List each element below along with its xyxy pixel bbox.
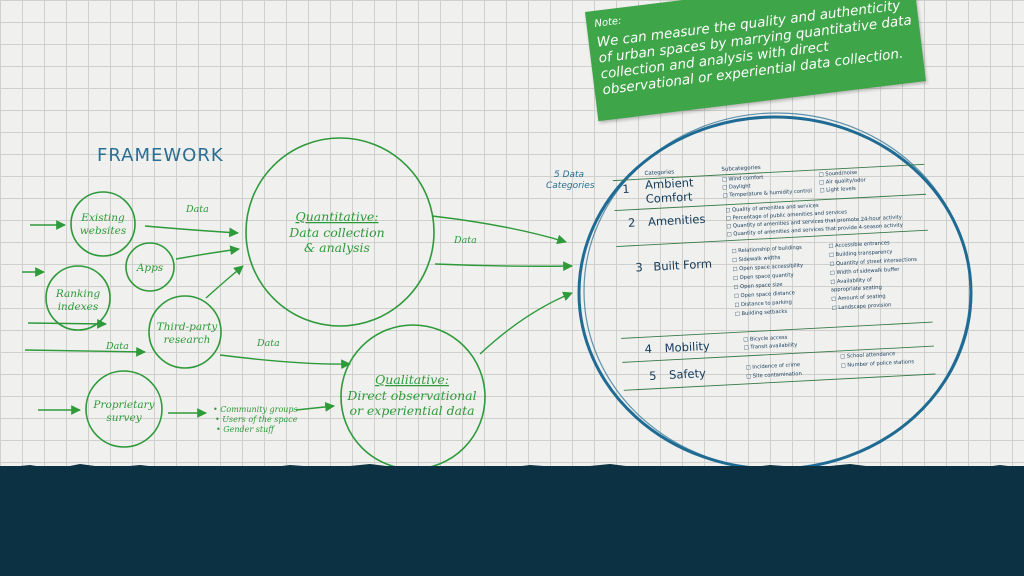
sub-light-levels: □ Light levels bbox=[819, 186, 856, 194]
sub-site-contamination: □ Site contamination bbox=[746, 371, 802, 380]
existing-websites-label-1: Existing bbox=[80, 212, 125, 224]
existing-websites-label-2: websites bbox=[80, 225, 127, 237]
arrow-into-third-party bbox=[27, 318, 107, 329]
sub-quality-amenities: □ Quality of amenities and services bbox=[725, 203, 819, 214]
third-party-research-circle bbox=[148, 295, 222, 369]
quantitative-circle bbox=[245, 137, 435, 327]
sub-building-setbacks: □ Building setbacks bbox=[735, 309, 788, 318]
sub-sidewalk-buffer: □ Width of sidewalk buffer bbox=[830, 267, 901, 277]
sub-landscape-provision: □ Landscape provision bbox=[832, 302, 892, 311]
sub-daylight: □ Daylight bbox=[722, 183, 751, 190]
category-number-2: 2 bbox=[628, 216, 636, 230]
category-name-amenities: Amenities bbox=[648, 212, 706, 229]
quantitative-heading: Quantitative: bbox=[296, 209, 379, 224]
arrow-bullets-to-qual bbox=[295, 402, 335, 412]
sub-accessible-entrances: □ Accessible entrances bbox=[828, 240, 890, 249]
data-label-top: Data bbox=[185, 204, 209, 215]
table-rule-5 bbox=[623, 373, 936, 391]
sub-open-space-access: □ Open space accessibility bbox=[732, 263, 803, 273]
arrow-quant-to-table-2 bbox=[434, 261, 573, 272]
survey-bullet-2: • Users of the space bbox=[215, 415, 298, 424]
sub-relationship-buildings: □ Relationship of buildings bbox=[732, 245, 803, 255]
arrow-data-left bbox=[24, 346, 146, 357]
categories-table: Categories Subcategories 1 Ambient Comfo… bbox=[612, 163, 936, 391]
category-number-3: 3 bbox=[635, 260, 643, 274]
category-name-comfort: Comfort bbox=[645, 189, 693, 205]
sub-sound-noise: □ Sound/noise bbox=[819, 170, 858, 178]
framework-title: FRAMEWORK bbox=[97, 145, 224, 166]
arrow-apps-to-quant bbox=[175, 245, 240, 260]
category-number-4: 4 bbox=[644, 342, 652, 356]
arrow-data-to-qual bbox=[219, 354, 351, 370]
third-party-label-2: research bbox=[164, 334, 211, 346]
five-categories-label-2: Categories bbox=[546, 181, 595, 191]
sub-amount-seating: □ Amount of seating bbox=[831, 294, 886, 303]
sub-police-stations: □ Number of police stations bbox=[841, 359, 915, 369]
arrow-websites-to-quant bbox=[144, 225, 239, 238]
table-rule-3 bbox=[621, 321, 933, 339]
sub-open-space-size: □ Open space size bbox=[733, 282, 782, 291]
existing-websites-circle bbox=[70, 191, 136, 257]
data-label-right: Data bbox=[453, 235, 477, 246]
quantitative-line-3: & analysis bbox=[304, 240, 370, 255]
sub-bicycle-access: □ Bicycle access bbox=[743, 335, 788, 343]
sub-street-intersections: □ Quantity of street intersections bbox=[829, 257, 917, 268]
category-name-mobility: Mobility bbox=[664, 339, 710, 355]
arrow-quant-to-table-1 bbox=[431, 215, 567, 245]
note-text: We can measure the quality and authentic… bbox=[595, 0, 913, 99]
apps-label: Apps bbox=[136, 262, 164, 274]
category-name-ambient: Ambient bbox=[645, 175, 695, 192]
sub-air-quality: □ Air quality/odor bbox=[819, 177, 867, 185]
ranking-indexes-label-2: indexes bbox=[58, 301, 99, 313]
survey-bullet-3: • Gender stuff bbox=[216, 425, 275, 434]
table-rule-4 bbox=[622, 345, 934, 363]
arrow-thirdparty-to-quant bbox=[205, 265, 244, 299]
sub-appropriate-seating: appropriate seating bbox=[831, 285, 882, 294]
category-name-built-form: Built Form bbox=[653, 257, 712, 274]
sub-availability-of: □ Availability of bbox=[830, 277, 872, 285]
ranking-indexes-label-1: Ranking bbox=[55, 288, 101, 300]
sub-school-attendance: □ School attendance bbox=[840, 351, 895, 360]
data-label-middle: Data bbox=[256, 338, 280, 349]
sub-temperature: □ Temperature & humidity control bbox=[723, 188, 812, 199]
table-rule-2 bbox=[616, 229, 928, 247]
sub-distance-parking: □ Distance to parking bbox=[734, 299, 792, 308]
proprietary-survey-circle bbox=[85, 370, 163, 448]
third-party-label-1: Third-party bbox=[157, 321, 219, 333]
col-header-categories: Categories bbox=[644, 169, 674, 177]
qualitative-heading: Qualitative: bbox=[375, 372, 449, 387]
sub-transit-availability: □ Transit availability bbox=[744, 342, 798, 351]
sub-incidence-crime: □ Incidence of crime bbox=[746, 362, 801, 371]
sub-sidewalk-widths: □ Sidewalk widths bbox=[732, 255, 781, 264]
category-number-1: 1 bbox=[622, 182, 630, 196]
qualitative-line-3: or experiential data bbox=[349, 403, 474, 418]
survey-bullet-1: • Community groups bbox=[213, 405, 298, 414]
data-label-left: Data bbox=[105, 341, 129, 352]
five-categories-label-1: 5 Data bbox=[554, 170, 584, 180]
col-header-subcategories: Subcategories bbox=[721, 165, 761, 173]
sub-wind-comfort: □ Wind comfort bbox=[722, 175, 764, 183]
apps-circle bbox=[125, 242, 175, 292]
category-name-safety: Safety bbox=[669, 366, 707, 382]
table-rule-top bbox=[612, 163, 925, 182]
proprietary-survey-label-2: survey bbox=[106, 412, 142, 424]
note-label: Note: bbox=[593, 15, 623, 30]
table-rule-1 bbox=[614, 193, 926, 212]
proprietary-survey-label-1: Proprietary bbox=[92, 399, 155, 411]
arrow-qual-to-table bbox=[479, 291, 573, 355]
sub-building-transparency: □ Building transparency bbox=[829, 249, 893, 258]
footer-band bbox=[0, 466, 1024, 576]
category-number-5: 5 bbox=[649, 369, 657, 383]
sub-open-space-distance: □ Open space distance bbox=[734, 290, 795, 299]
quantitative-line-2: Data collection bbox=[288, 225, 384, 240]
qualitative-line-2: Direct observational bbox=[346, 388, 476, 403]
ranking-indexes-circle bbox=[45, 265, 111, 331]
sub-open-space-quantity: □ Open space quantity bbox=[733, 272, 794, 281]
